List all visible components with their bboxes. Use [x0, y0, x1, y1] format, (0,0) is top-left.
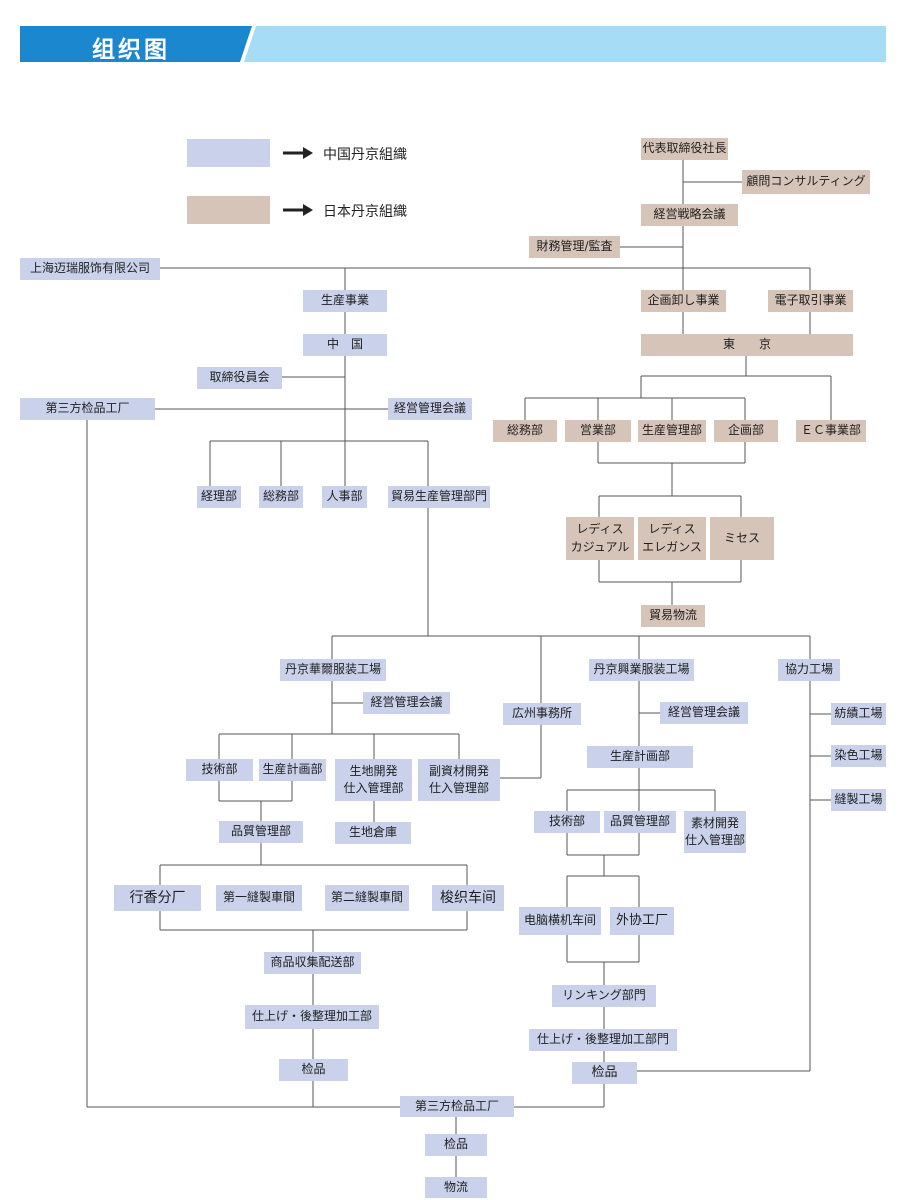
node-mgmt-council-huaer: 経営管理会議 [363, 692, 450, 714]
node-ec-dept: ＥＣ事業部 [796, 420, 866, 442]
header-banner [20, 26, 886, 62]
node-planning-wholesale: 企画卸し事業 [641, 290, 726, 312]
node-outsourcing: 外协工厂 [610, 907, 674, 935]
page-title: 组织图 [92, 37, 170, 63]
node-mgmt-council-cn: 経営管理会議 [388, 398, 472, 420]
node-dandong-xingye: 丹京興業服装工場 [589, 659, 694, 681]
legend-label-japan: 日本丹京組織 [323, 204, 407, 220]
node-guangzhou: 広州事務所 [503, 703, 581, 725]
node-mgmt-council-xingye: 経営管理会議 [660, 702, 748, 724]
node-tokyo: 東 京 [641, 334, 853, 356]
node-spinning: 紡績工場 [831, 703, 886, 725]
node-hr: 人事部 [322, 486, 367, 508]
node-material-dev: 素材開発 仕入管理部 [684, 811, 746, 853]
node-tech-huaer: 技術部 [186, 759, 253, 781]
node-strategy-council: 経営戦略会議 [641, 204, 738, 226]
node-quality-huaer: 品質管理部 [219, 821, 303, 843]
node-inspection-huaer: 检品 [279, 1059, 348, 1081]
node-ladies-elegance: レディス エレガンス [638, 517, 706, 560]
node-tech-xingye: 技術部 [534, 811, 600, 833]
node-computer-knitting: 电脑横机车间 [519, 907, 601, 935]
node-ceo: 代表取締役社長 [641, 138, 728, 160]
node-linking: リンキング部門 [552, 985, 656, 1007]
node-general-affairs-jp: 総務部 [493, 420, 557, 442]
node-third-party-inspection-top: 第三方检品工厂 [20, 398, 155, 420]
node-goods-collection: 商品収集配送部 [264, 952, 361, 974]
legend-swatch-japan [187, 196, 270, 224]
node-sales-jp: 営業部 [565, 420, 631, 442]
node-accounting: 経理部 [197, 486, 241, 508]
node-sewing-shop-2: 第二縫製車間 [325, 885, 409, 911]
node-advisor: 顧問コンサルティング [742, 170, 870, 194]
node-sewing: 縫製工場 [831, 789, 886, 811]
header-dark-segment [20, 26, 252, 62]
node-sewing-shop-1: 第一縫製車間 [216, 885, 302, 911]
node-china: 中 国 [303, 334, 387, 356]
legend-arrow-icon [283, 204, 313, 216]
node-prod-plan-huaer: 生産計画部 [259, 759, 326, 781]
node-general-affairs-cn: 総務部 [259, 486, 303, 508]
node-planning-jp: 企画部 [714, 420, 778, 442]
node-fabric-warehouse: 生地倉庫 [335, 822, 411, 844]
legend-swatch-china [187, 139, 270, 167]
legend-label-china: 中国丹京組織 [323, 147, 407, 163]
node-finance: 財務管理/監査 [529, 236, 620, 258]
node-ecommerce: 電子取引事業 [768, 290, 853, 312]
node-shuttle-weaving: 梭织车间 [432, 885, 504, 911]
node-ladies-casual: レディス カジュアル [566, 517, 634, 560]
node-trade-production-mgmt: 貿易生産管理部門 [388, 486, 490, 508]
node-production-mgmt-jp: 生産管理部 [638, 420, 706, 442]
node-partner-factory: 協力工場 [778, 659, 840, 681]
header-light-segment [244, 26, 886, 62]
legend-arrow-icon [283, 147, 313, 159]
node-mrs: ミセス [710, 517, 774, 560]
node-production-business: 生産事業 [303, 290, 387, 312]
node-fabric-dev: 生地開発 仕入管理部 [335, 759, 412, 801]
node-finishing-huaer: 仕上げ・後整理加工部 [245, 1005, 379, 1029]
node-accessory-dev: 副資材開発 仕入管理部 [418, 759, 500, 801]
node-prod-plan-xingye: 生産計画部 [587, 746, 693, 768]
node-finishing-xingye: 仕上げ・後整理加工部門 [529, 1029, 677, 1051]
node-trade-logistics: 貿易物流 [641, 605, 705, 627]
node-third-party-inspection-bottom: 第三方检品工厂 [400, 1096, 514, 1117]
node-shanghai: 上海迈瑞服饰有限公司 [20, 258, 160, 280]
node-dandong-huaer: 丹京華爾服装工場 [280, 659, 386, 681]
node-quality-xingye: 品質管理部 [604, 811, 676, 833]
node-board: 取締役員会 [197, 367, 282, 389]
node-logistics: 物流 [425, 1177, 487, 1198]
node-xingxiang-plant: 行香分厂 [114, 885, 201, 911]
node-inspection-final: 检品 [425, 1134, 487, 1156]
node-inspection-xingye: 检品 [572, 1062, 637, 1084]
node-dyeing: 染色工場 [831, 745, 886, 767]
